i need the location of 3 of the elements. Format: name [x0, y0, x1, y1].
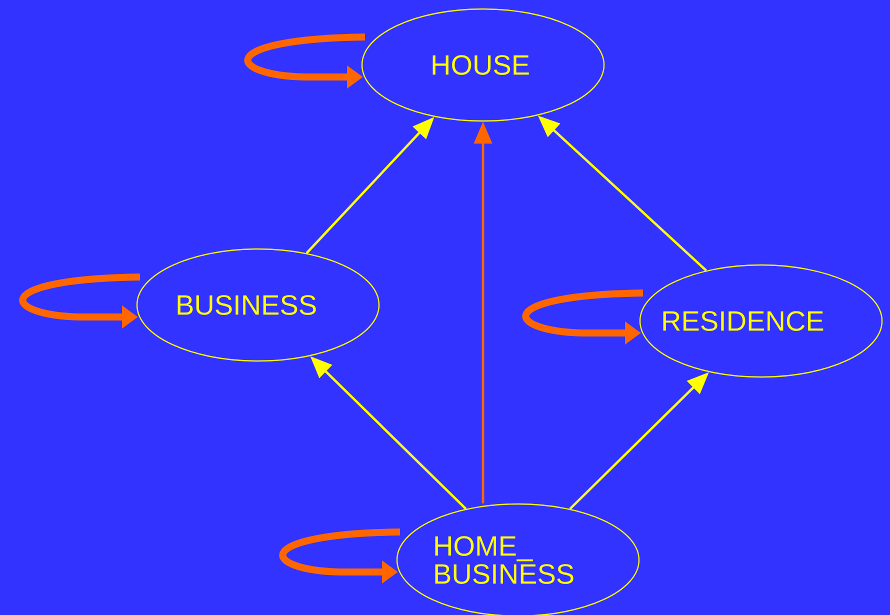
ellipse-node: BUSINESS — [136, 248, 380, 362]
ellipse-node: HOUSE — [361, 8, 605, 122]
ellipse-node: RESIDENCE — [639, 264, 883, 378]
